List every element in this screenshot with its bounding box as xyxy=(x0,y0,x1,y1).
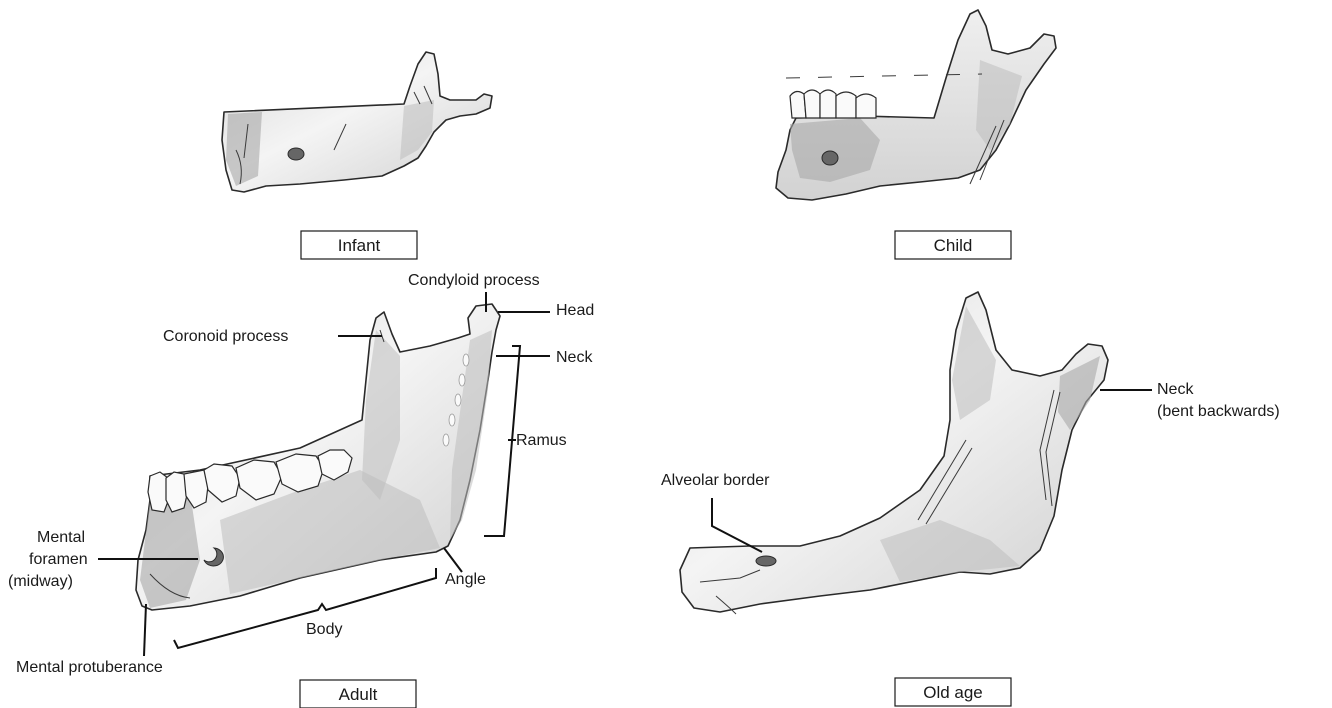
leader-alveolar-border xyxy=(712,498,762,552)
label-coronoid-process: Coronoid process xyxy=(163,328,288,345)
label-old-age-neck-2: (bent backwards) xyxy=(1157,403,1280,420)
label-mental-foramen-1: Mental xyxy=(37,529,85,546)
adult-mandible xyxy=(136,304,500,610)
label-mental-protuberance: Mental protuberance xyxy=(16,659,163,676)
child-tooth xyxy=(804,90,820,118)
caption-infant: Infant xyxy=(338,236,381,255)
caption-adult: Adult xyxy=(339,685,378,704)
child-tooth xyxy=(856,94,876,118)
label-angle: Angle xyxy=(445,571,486,588)
label-alveolar-border: Alveolar border xyxy=(661,472,770,489)
leader-angle xyxy=(444,548,462,572)
caption-child: Child xyxy=(934,236,973,255)
child-mental-foramen xyxy=(822,151,838,165)
infant-mental-foramen xyxy=(288,148,304,160)
child-tooth xyxy=(836,92,856,118)
label-neck: Neck xyxy=(556,349,593,366)
label-mental-foramen-2: foramen xyxy=(29,551,88,568)
infant-bone-outline xyxy=(222,52,492,192)
caption-old-age: Old age xyxy=(923,683,983,702)
infant-mandible xyxy=(222,52,492,192)
label-body: Body xyxy=(306,621,342,638)
label-head: Head xyxy=(556,302,594,319)
label-condyloid-process: Condyloid process xyxy=(408,272,540,289)
label-old-age-neck-1: Neck xyxy=(1157,381,1194,398)
old-age-mental-foramen xyxy=(756,556,776,566)
child-mandible xyxy=(776,10,1056,200)
child-teeth xyxy=(790,90,876,118)
old-age-mandible xyxy=(680,292,1108,614)
leader-mental-protuberance xyxy=(144,604,146,656)
label-ramus: Ramus xyxy=(516,432,567,449)
child-tooth xyxy=(820,90,836,118)
label-mental-foramen-3: (midway) xyxy=(8,573,73,590)
